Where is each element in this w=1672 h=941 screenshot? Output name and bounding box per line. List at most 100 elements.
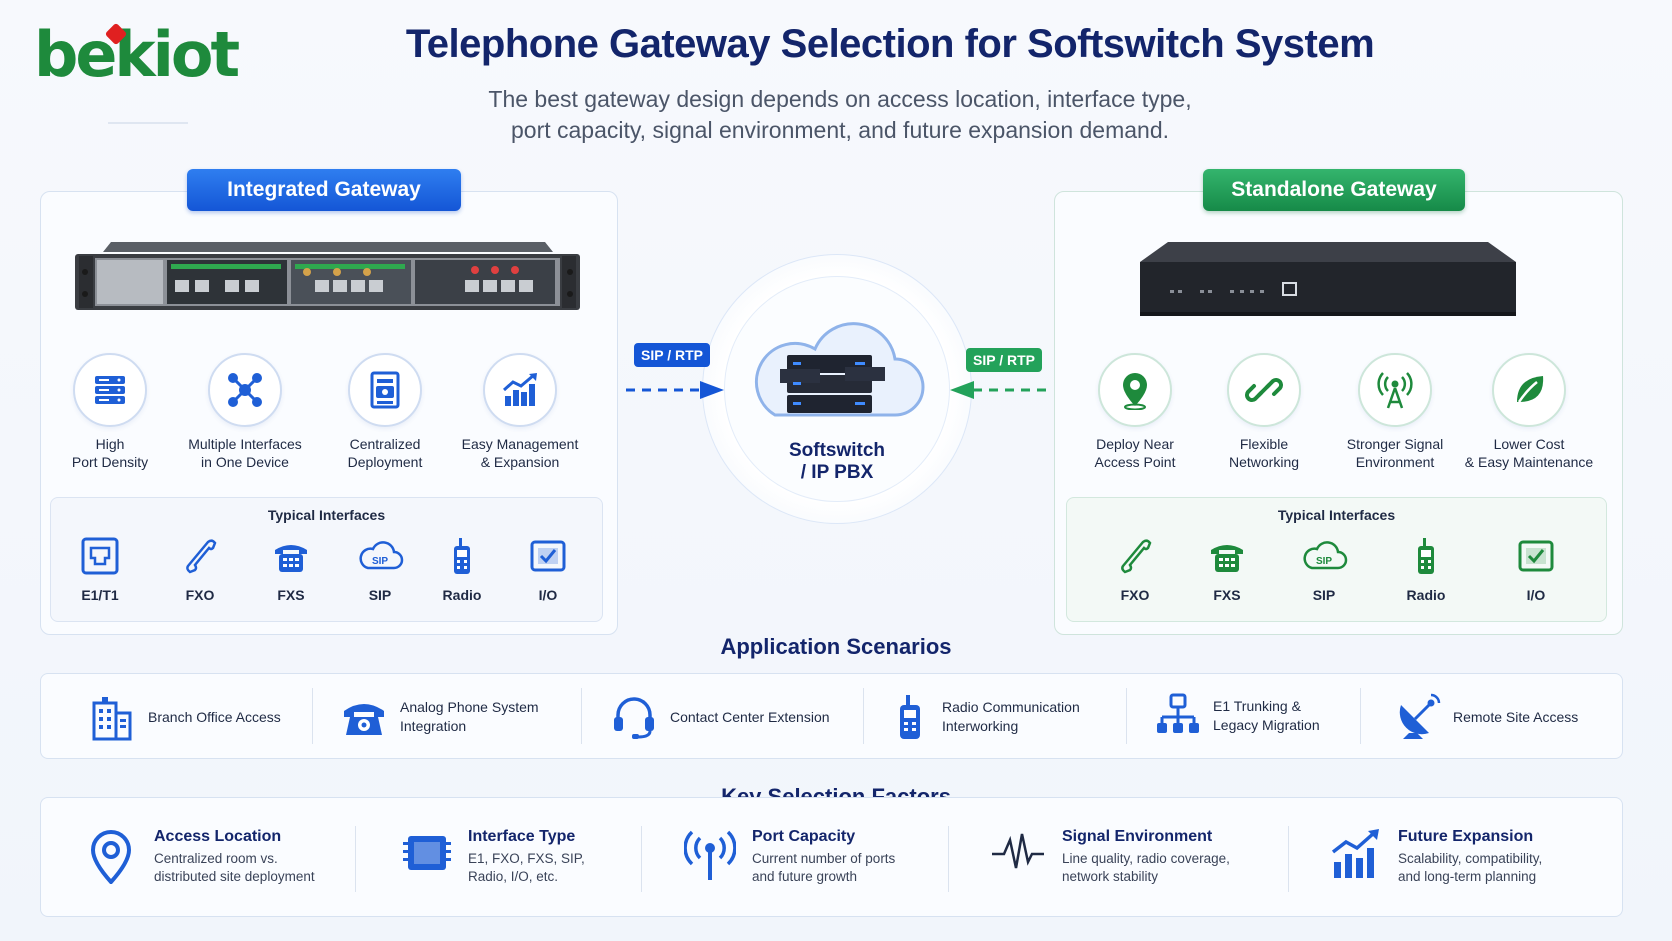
- standalone-gateway-device-image: [1140, 242, 1516, 316]
- typical-interfaces-title: Typical Interfaces: [267, 507, 386, 523]
- interface-fxs: FXS: [261, 536, 321, 603]
- svg-text:SIP: SIP: [1316, 556, 1332, 567]
- waveform-icon: [992, 833, 1044, 869]
- integrated-gateway-device-image: [75, 242, 580, 310]
- interface-sip: SIP SIP: [1294, 536, 1354, 603]
- growth-chart-icon: [1331, 829, 1379, 878]
- arrow-left-icon: [950, 381, 1048, 399]
- desk-phone-icon: [275, 545, 307, 572]
- sip-rtp-right-tag: SIP / RTP: [966, 348, 1042, 372]
- typical-interfaces-box: [50, 497, 603, 622]
- phone-handset-icon: [1121, 539, 1152, 574]
- cloud-server-icon: [754, 322, 925, 417]
- integrated-gateway-title: Integrated Gateway: [187, 169, 461, 211]
- checkbox-panel-icon: [1518, 540, 1554, 572]
- divider: [312, 688, 313, 744]
- sip-rtp-left-tag: SIP / RTP: [634, 343, 710, 367]
- divider: [863, 688, 864, 744]
- softswitch-label: Softswitch / IP PBX: [788, 440, 886, 483]
- scenario-branch-office: Branch Office Access: [88, 693, 281, 741]
- divider: [641, 826, 642, 892]
- interface-radio: Radio: [432, 536, 492, 603]
- application-scenarios-box: [40, 673, 1623, 759]
- divider: [1126, 688, 1127, 744]
- interface-fxo: FXO: [170, 536, 230, 603]
- typical-interfaces-title: Typical Interfaces: [1277, 507, 1396, 523]
- feature-lower-cost: Lower Cost& Easy Maintenance: [1455, 353, 1603, 471]
- sip-cloud-icon: SIP: [359, 541, 404, 570]
- phone-handset-icon: [186, 539, 217, 574]
- sip-cloud-icon: SIP: [1303, 541, 1348, 570]
- radio-icon: [900, 695, 920, 739]
- interface-e1t1: E1/T1: [70, 536, 130, 603]
- radio-icon: [454, 538, 470, 574]
- divider: [108, 122, 188, 124]
- subtitle-line-1: The best gateway design depends on acces…: [488, 86, 1192, 112]
- interface-io: I/O: [518, 536, 578, 603]
- desk-phone-icon: [1211, 545, 1243, 572]
- page-title: Telephone Gateway Selection for Softswit…: [405, 22, 1375, 66]
- interface-io: I/O: [1506, 536, 1566, 603]
- page-subtitle: The best gateway design depends on acces…: [340, 84, 1340, 146]
- divider: [1288, 826, 1289, 892]
- headset-icon: [614, 697, 654, 739]
- svg-text:SIP: SIP: [372, 556, 388, 567]
- hierarchy-icon: [1157, 693, 1199, 733]
- logo-text: bekiot: [34, 18, 240, 91]
- growth-chart-icon: [483, 353, 557, 427]
- key-factors-box: [40, 797, 1623, 917]
- feature-easy-management: Easy Management& Expansion: [450, 353, 590, 471]
- scenario-remote-site: Remote Site Access: [1395, 693, 1578, 741]
- divider: [948, 826, 949, 892]
- interface-sip: SIP SIP: [350, 536, 410, 603]
- building-icon: [92, 697, 132, 741]
- scenario-contact-center: Contact Center Extension: [610, 693, 830, 741]
- location-pin-icon: [1098, 353, 1172, 427]
- feature-label: Easy Management& Expansion: [461, 436, 579, 470]
- chip-icon: [403, 836, 451, 870]
- checkbox-panel-icon: [530, 540, 566, 572]
- scenario-e1-trunking: E1 Trunking &Legacy Migration: [1155, 693, 1320, 739]
- feature-label: Lower Cost& Easy Maintenance: [1464, 436, 1594, 470]
- arrow-right-icon: [626, 381, 724, 399]
- subtitle-line-2: port capacity, signal environment, and f…: [510, 117, 1170, 143]
- interface-fxo: FXO: [1105, 536, 1165, 603]
- server-icon: [73, 353, 147, 427]
- typical-interfaces-box: [1066, 497, 1607, 622]
- ethernet-port-icon: [81, 537, 119, 575]
- rack-icon: [348, 353, 422, 427]
- standalone-gateway-title: Standalone Gateway: [1203, 169, 1465, 211]
- application-scenarios-title: Application Scenarios: [720, 634, 952, 659]
- phone-icon: [344, 704, 384, 735]
- satellite-dish-icon: [1399, 693, 1441, 739]
- network-nodes-icon: [208, 353, 282, 427]
- interface-radio: Radio: [1396, 536, 1456, 603]
- link-icon: [1227, 353, 1301, 427]
- antenna-icon: [684, 830, 736, 880]
- interface-fxs: FXS: [1197, 536, 1257, 603]
- divider: [355, 826, 356, 892]
- antenna-icon: [1358, 353, 1432, 427]
- divider: [1360, 688, 1361, 744]
- location-pin-icon: [90, 830, 132, 884]
- divider: [581, 688, 582, 744]
